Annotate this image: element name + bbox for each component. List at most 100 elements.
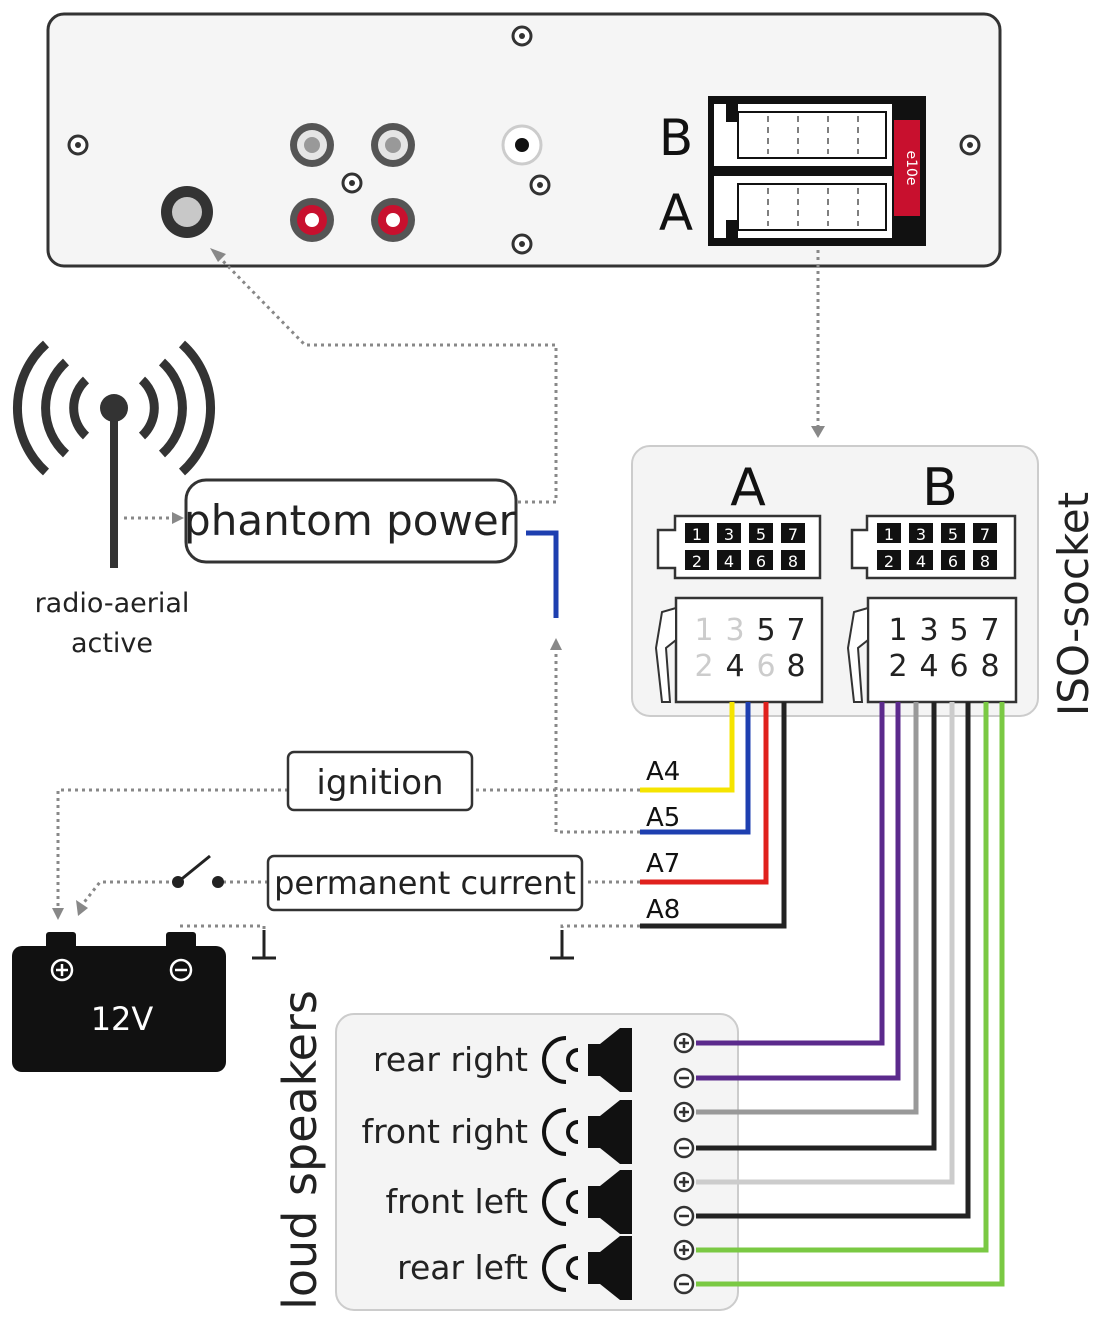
b-side-wires	[696, 702, 1005, 1287]
pin-label: 5	[948, 525, 958, 544]
plug-pin-label: 6	[756, 649, 775, 684]
pin-label: 6	[756, 552, 766, 571]
radio-connector-code: e10e	[903, 150, 919, 185]
antenna-icon	[13, 340, 215, 568]
pin-label: 6	[948, 552, 958, 571]
ground-icon	[252, 930, 574, 960]
plug-pin-label: 4	[919, 649, 938, 684]
a-side-wires	[640, 702, 787, 929]
speaker-icon	[542, 1028, 632, 1092]
wire-label-a5: A5	[646, 803, 680, 833]
speaker-wire	[696, 702, 1005, 1287]
blue-wire-stub	[526, 530, 559, 618]
pin-label: 2	[692, 552, 702, 571]
battery-icon: 12V	[12, 932, 226, 1072]
plug-pin-label: 4	[725, 649, 744, 684]
wire-label-a8: A8	[646, 895, 680, 925]
switch-icon	[172, 854, 224, 888]
pin-label: 8	[980, 552, 990, 571]
arrow-down-icon	[52, 908, 64, 920]
antenna-caption-line1: radio-aerial	[35, 588, 190, 619]
speaker-wire	[696, 702, 971, 1219]
speaker-row: rear left	[397, 1236, 695, 1300]
plug-pin-label: 7	[786, 613, 805, 648]
plug-pin-label: 2	[888, 649, 907, 684]
permanent-current-box: permanent current	[266, 854, 584, 912]
battery-voltage: 12V	[91, 1000, 154, 1038]
iso-plug-b: 1 3 5 7 2 4 6 8	[846, 596, 1018, 704]
arrow-down-left-icon	[76, 900, 88, 916]
red-wire	[640, 702, 769, 885]
radio-slot-a-label: A	[659, 184, 693, 242]
speakers-title: loud speakers	[273, 990, 327, 1310]
iso-block-a-label: A	[730, 458, 766, 518]
antenna-jack-icon	[161, 186, 213, 238]
iso-block-b-label: B	[922, 458, 958, 518]
pin-label: 1	[692, 525, 702, 544]
plug-pin-label: 3	[725, 613, 744, 648]
pin-label: 8	[788, 552, 798, 571]
iso-plug-a: 1 3 5 7 2 4 6 8	[654, 596, 824, 704]
iso-socket-title: ISO-socket	[1049, 492, 1098, 716]
wire-label-a4: A4	[646, 757, 680, 787]
speaker-label: front right	[361, 1112, 528, 1151]
speaker-wire	[696, 702, 955, 1185]
permanent-current-label: permanent current	[274, 864, 576, 902]
minus-terminal-icon	[169, 958, 193, 982]
wire-label-a7: A7	[646, 849, 680, 879]
speakers-panel	[335, 1013, 739, 1311]
rca-socket-icon	[290, 123, 415, 242]
arrow-right-icon	[172, 512, 184, 524]
dotted-connections	[52, 248, 825, 958]
arrow-up-icon	[550, 638, 562, 650]
pin-label: 5	[756, 525, 766, 544]
plug-pin-label: 1	[694, 613, 713, 648]
antenna-caption-line2: active	[71, 628, 153, 659]
pin-label: 3	[724, 525, 734, 544]
mic-jack-icon	[501, 124, 543, 166]
arrow-down-icon	[811, 426, 825, 438]
speaker-wire	[696, 702, 901, 1081]
pin-label: 3	[916, 525, 926, 544]
plug-pin-label: 8	[980, 649, 999, 684]
speaker-wire	[696, 702, 937, 1151]
speaker-label: front left	[386, 1182, 529, 1221]
pin-label: 4	[916, 552, 926, 571]
iso-pin-grid-a: 1 3 5 7 2 4 6 8	[656, 514, 822, 580]
ignition-label: ignition	[316, 763, 443, 803]
plug-pin-label: 6	[949, 649, 968, 684]
pin-label: 2	[884, 552, 894, 571]
pin-label: 4	[724, 552, 734, 571]
phantom-power-box: phantom power	[184, 478, 518, 564]
pin-label: 7	[788, 525, 798, 544]
iso-pin-grid-b: 1 3 5 7 2 4 6 8	[850, 514, 1017, 580]
speaker-row: rear right	[373, 1028, 695, 1092]
speaker-icon	[542, 1170, 632, 1234]
arrow-up-left-icon	[210, 248, 226, 262]
speaker-label: rear right	[373, 1040, 528, 1079]
speaker-list: rear right front right front left rear left	[361, 1028, 695, 1300]
iso-socket: A B 1 3 5 7 2 4 6 8	[631, 445, 1039, 717]
black-wire	[640, 702, 787, 929]
plug-pin-label: 3	[919, 613, 938, 648]
speaker-label: rear left	[397, 1248, 528, 1287]
screw-icon	[67, 25, 981, 255]
blue-wire	[640, 702, 751, 835]
plug-pin-label: 8	[786, 649, 805, 684]
radio-iso-connector: e10e	[708, 96, 926, 246]
phantom-power-label: phantom power	[184, 496, 517, 545]
plus-terminal-icon	[50, 958, 74, 982]
yellow-wire	[640, 702, 735, 793]
plug-pin-label: 1	[888, 613, 907, 648]
pin-label: 7	[980, 525, 990, 544]
speaker-row: front right	[361, 1100, 695, 1164]
radio-unit: e10e B A	[46, 12, 1002, 268]
speaker-icon	[542, 1236, 632, 1300]
plug-pin-label: 5	[756, 613, 775, 648]
plug-pin-label: 7	[980, 613, 999, 648]
speaker-row: front left	[386, 1170, 695, 1234]
speaker-wire	[696, 702, 919, 1115]
radio-slot-b-label: B	[659, 109, 693, 167]
ignition-box: ignition	[286, 750, 474, 812]
